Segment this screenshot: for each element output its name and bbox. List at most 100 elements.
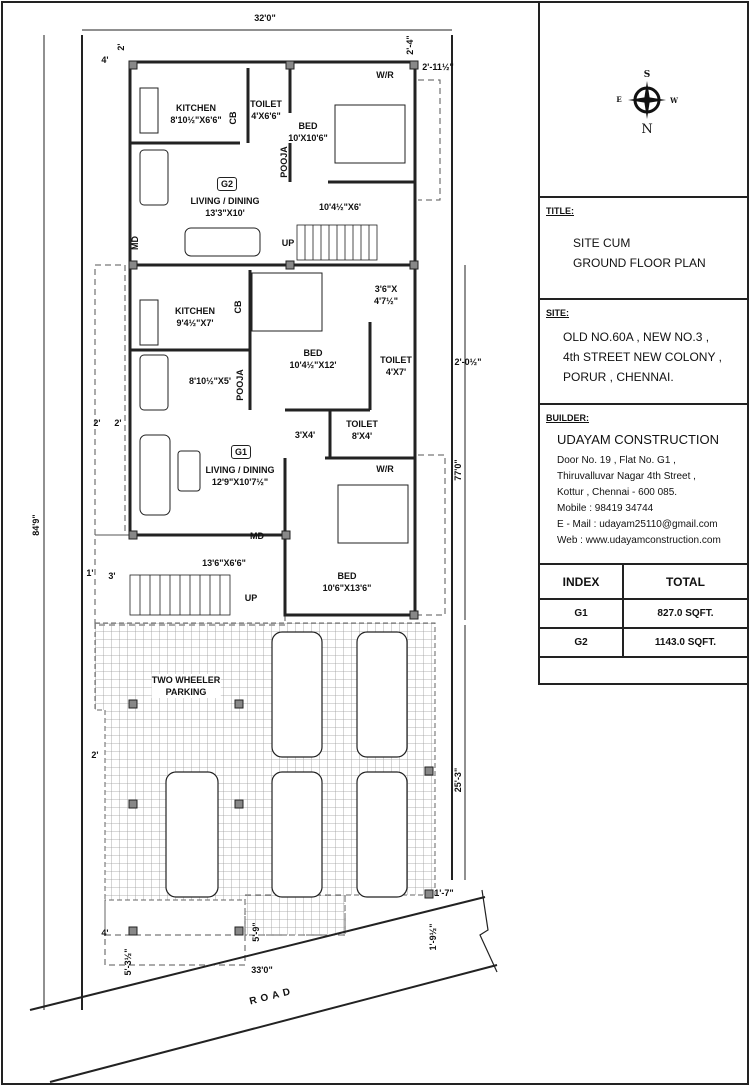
dim-setback-left-mid-b: 2' bbox=[114, 418, 122, 428]
car-3 bbox=[165, 771, 219, 898]
building-walls bbox=[128, 60, 417, 617]
unit-badge-g1: G1 bbox=[230, 445, 252, 459]
site-line: 4th STREET NEW COLONY , bbox=[563, 350, 722, 364]
dim-parking-left: 2' bbox=[91, 750, 99, 760]
compass-rose-icon bbox=[628, 81, 666, 119]
builder-box: BUILDER: UDAYAM CONSTRUCTION Door No. 19… bbox=[540, 405, 747, 565]
bed-g1-2 bbox=[337, 484, 409, 544]
title-block: S N E W TITLE: SITE CUM GROUND FLOOR PLA… bbox=[538, 3, 747, 685]
builder-address-line: Kottur , Chennai - 600 085. bbox=[557, 487, 678, 498]
dim-width-bottom: 33'0" bbox=[251, 965, 273, 975]
bed-g1-1 bbox=[251, 272, 323, 332]
row-g2-index: G2 bbox=[540, 628, 623, 658]
cupboard-label-g1: CB bbox=[233, 300, 243, 314]
columns bbox=[128, 60, 434, 936]
pooja-label-g2: POOJA bbox=[279, 146, 289, 178]
staircase-g2 bbox=[296, 224, 378, 261]
header-total: TOTAL bbox=[622, 565, 747, 600]
road-edge-top bbox=[29, 896, 486, 1011]
site-heading: SITE: bbox=[546, 308, 570, 318]
road-edge-bottom bbox=[49, 964, 498, 1083]
compass-west: W bbox=[670, 96, 678, 105]
stove-g2 bbox=[139, 87, 159, 134]
builder-email: E - Mail : udayam25110@gmail.com bbox=[557, 519, 718, 530]
car-2 bbox=[356, 631, 408, 758]
sofa-g2 bbox=[184, 227, 261, 257]
cupboard-label-g2: CB bbox=[228, 111, 238, 125]
site-line: OLD NO.60A , NEW NO.3 , bbox=[563, 330, 710, 344]
row-g1-index: G1 bbox=[540, 599, 623, 629]
builder-name: UDAYAM CONSTRUCTION bbox=[557, 432, 720, 447]
furniture bbox=[139, 87, 409, 544]
compass-south: S bbox=[643, 70, 651, 80]
site-box: SITE: OLD NO.60A , NEW NO.3 , 4th STREET… bbox=[540, 300, 747, 405]
coffee-table-g1 bbox=[177, 450, 201, 492]
car-5 bbox=[356, 771, 408, 898]
builder-mobile: Mobile : 98419 34744 bbox=[557, 503, 654, 514]
builder-website: Web : www.udayamconstruction.com bbox=[557, 535, 721, 546]
dim-setback-left-top: 4' bbox=[101, 55, 109, 65]
dim-stair-a: 1' bbox=[86, 568, 94, 578]
dim-setback-top-right: 2'-4" bbox=[405, 35, 415, 55]
compass-east: E bbox=[616, 95, 622, 104]
dim-width-top: 32'0" bbox=[254, 13, 276, 23]
stair-up-g2: UP bbox=[281, 238, 295, 248]
dim-setback-right-mid: 2'-0½" bbox=[454, 357, 482, 367]
stair-up-g1: UP bbox=[244, 593, 258, 603]
stair-size-g1: 13'6"X6'6" bbox=[202, 558, 246, 568]
car-4 bbox=[271, 771, 323, 898]
compass-box: S N E W bbox=[540, 3, 747, 198]
title-line-2: GROUND FLOOR PLAN bbox=[573, 256, 706, 270]
lobby-size-g2: 10'4½"X6' bbox=[318, 202, 362, 212]
unit-badge-g2: G2 bbox=[216, 177, 238, 191]
title-box: TITLE: SITE CUM GROUND FLOOR PLAN bbox=[540, 198, 747, 300]
builder-heading: BUILDER: bbox=[546, 413, 589, 423]
dim-setback-top: 2' bbox=[116, 43, 126, 51]
dim-stair-b: 3' bbox=[108, 571, 116, 581]
row-g1-total: 827.0 SQFT. bbox=[622, 599, 747, 629]
cars bbox=[165, 631, 408, 898]
compass-north: N bbox=[641, 122, 653, 137]
dining-size-g1: 8'10½"X5' bbox=[188, 376, 232, 386]
dim-front-left: 5'-3½" bbox=[123, 948, 133, 976]
bed-g2 bbox=[334, 104, 406, 164]
dim-parking-bottom-left: 4' bbox=[101, 928, 109, 938]
wardrobe-label-g2: W/R bbox=[376, 70, 394, 80]
title-line-1: SITE CUM bbox=[573, 236, 631, 250]
dim-front-mid: 5'-9" bbox=[251, 922, 261, 942]
wardrobe-label-g1: W/R bbox=[376, 464, 394, 474]
dim-depth-right: 77'0" bbox=[453, 459, 463, 481]
builder-address-line: Thiruvalluvar Nagar 4th Street , bbox=[557, 471, 696, 482]
dim-parking-depth: 25'-3" bbox=[453, 767, 463, 793]
site-line: PORUR , CHENNAI. bbox=[563, 370, 674, 384]
dining-table-g2 bbox=[139, 149, 169, 206]
stove-g1 bbox=[139, 299, 159, 346]
builder-address-line: Door No. 19 , Flat No. G1 , bbox=[557, 455, 676, 466]
header-index: INDEX bbox=[540, 565, 623, 600]
dining-table-g1 bbox=[139, 354, 169, 411]
dim-front-right: 1'-9½" bbox=[428, 923, 438, 951]
dim-depth-left: 84'9" bbox=[31, 514, 41, 536]
road-break-line bbox=[479, 889, 498, 973]
dim-setback-right-top: 2'-11½" bbox=[422, 62, 454, 72]
dim-setback-left-mid-a: 2' bbox=[93, 418, 101, 428]
row-g2-total: 1143.0 SQFT. bbox=[622, 628, 747, 658]
pooja-label-g1: POOJA bbox=[235, 369, 245, 401]
staircase-g1 bbox=[129, 574, 231, 616]
car-1 bbox=[271, 631, 323, 758]
